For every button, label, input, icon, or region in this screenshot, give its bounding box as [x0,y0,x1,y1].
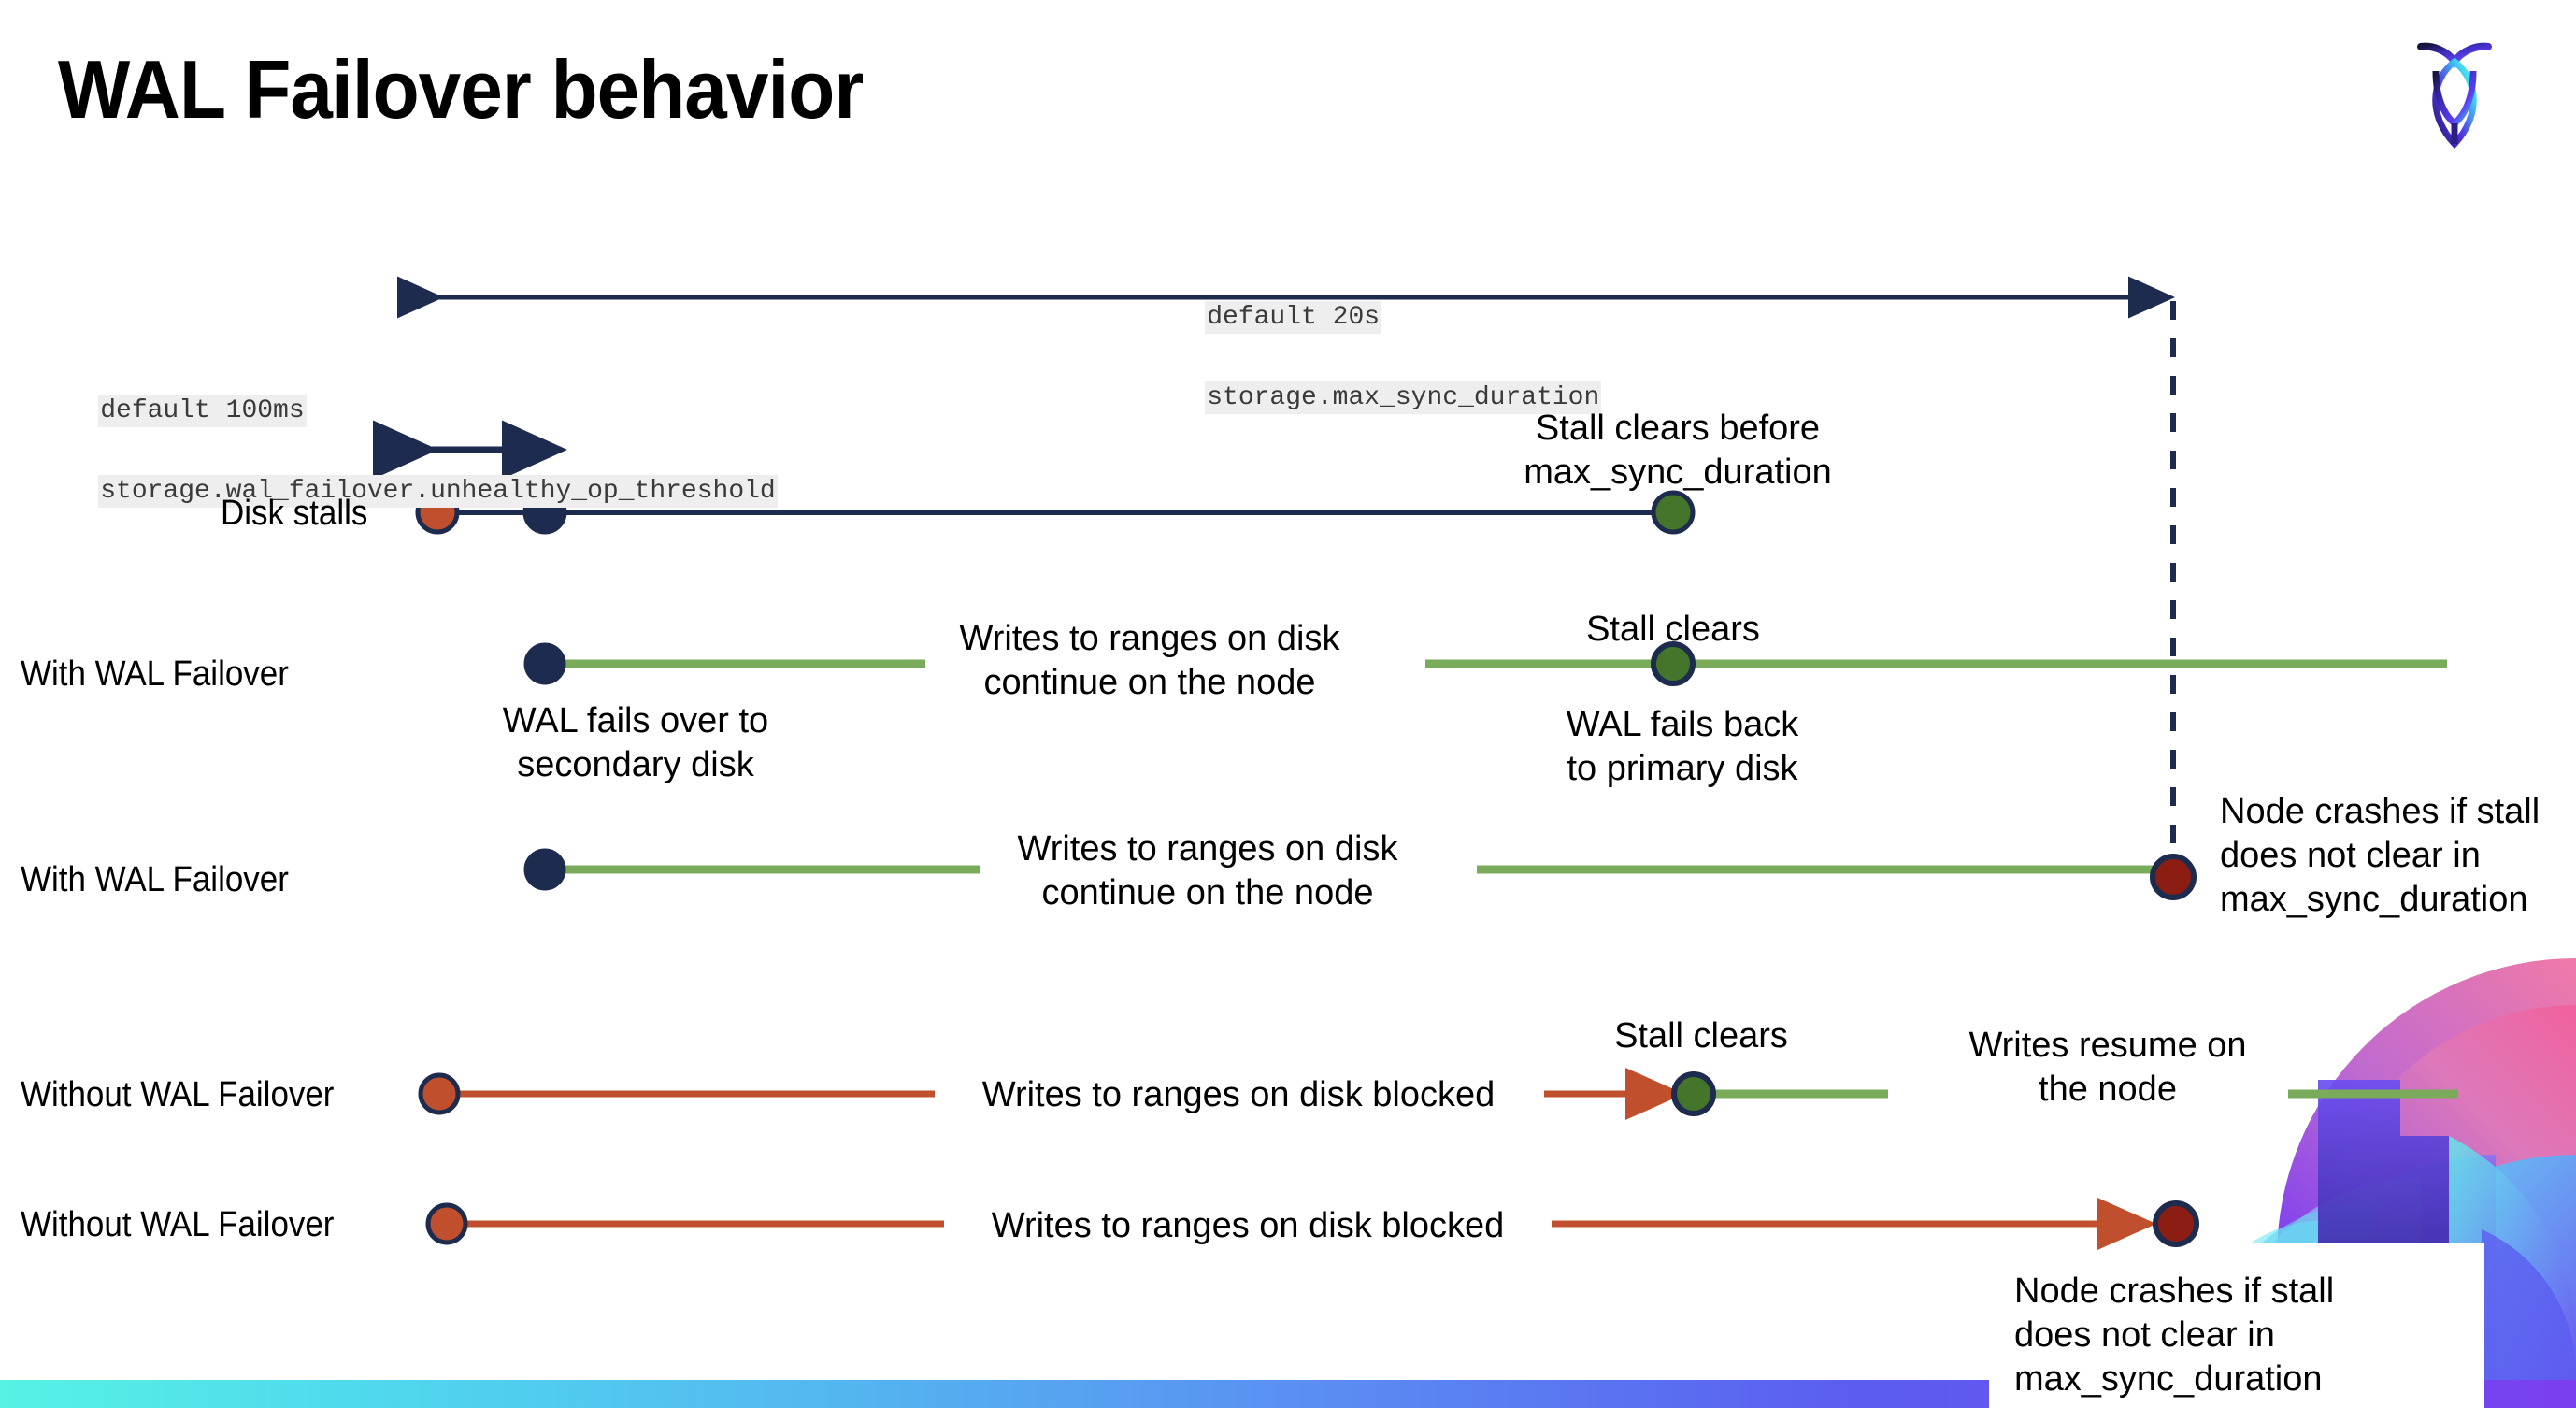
wal-failover-dot [523,642,566,685]
row-label-without-wal-failover-2: Without WAL Failover [21,1205,335,1244]
row-with-wal-failover-2-timeline [523,848,2197,900]
stall-clears-dot [1651,641,1696,686]
wal-failover-dot [523,848,566,891]
annotation-writes-resume: Writes resume on the node [1968,1026,2247,1109]
callout-white-backdrop [1989,1243,2484,1408]
max-sync-default-label: default 20s [1205,301,1382,334]
stall-start-dot [418,1072,461,1115]
annotation-node-crashes-1: Node crashes if stall does not clear in … [2220,792,2540,919]
row-label-with-wal-failover-1: With WAL Failover [21,654,289,694]
node-crash-dot [2150,854,2197,900]
row-without-wal-failover-1-timeline [418,1068,2458,1120]
annotation-wal-fails-over: WAL fails over to secondary disk [502,701,769,784]
stall-clears-dot [1671,1071,1716,1116]
stall-start-dot [425,1202,468,1245]
row-with-wal-failover-1-timeline [523,641,2447,686]
cockroachdb-logo [2393,26,2516,157]
page-title: WAL Failover behavior [58,43,864,136]
annotation-writes-blocked-2: Writes to ranges on disk blocked [991,1206,1505,1245]
node-crash-dot [2153,1200,2199,1247]
annotation-stall-clears-before-max-sync: Stall clears before max_sync_duration [1524,409,1832,492]
annotation-writes-continue-1: Writes to ranges on disk continue on the… [959,619,1340,702]
unhealthy-default-label: default 100ms [98,395,307,427]
annotation-node-crashes-2: Node crashes if stall does not clear in … [2014,1272,2335,1399]
stall-clears-dot [1651,490,1696,535]
annotation-wal-fails-back: WAL fails back to primary disk [1566,705,1799,788]
row-without-wal-failover-2-timeline [425,1198,2199,1250]
cluster-setting-max-sync-duration: default 20s storage.max_sync_duration [1142,257,1602,458]
annotation-writes-blocked-1: Writes to ranges on disk blocked [981,1075,1496,1114]
cluster-setting-unhealthy-op-threshold: default 100ms storage.wal_failover.unhea… [36,351,778,552]
row-label-with-wal-failover-2: With WAL Failover [21,860,289,899]
annotation-stall-clears-4: Stall clears [1614,1016,1788,1056]
row-label-disk-stalls: Disk stalls [221,494,368,533]
annotation-stall-clears-2: Stall clears [1586,610,1760,649]
max-sync-setting-label: storage.max_sync_duration [1205,381,1602,414]
annotation-writes-continue-2: Writes to ranges on disk continue on the… [1017,829,1398,912]
row-label-without-wal-failover-1: Without WAL Failover [21,1075,335,1114]
unhealthy-setting-label: storage.wal_failover.unhealthy_op_thresh… [98,475,778,508]
